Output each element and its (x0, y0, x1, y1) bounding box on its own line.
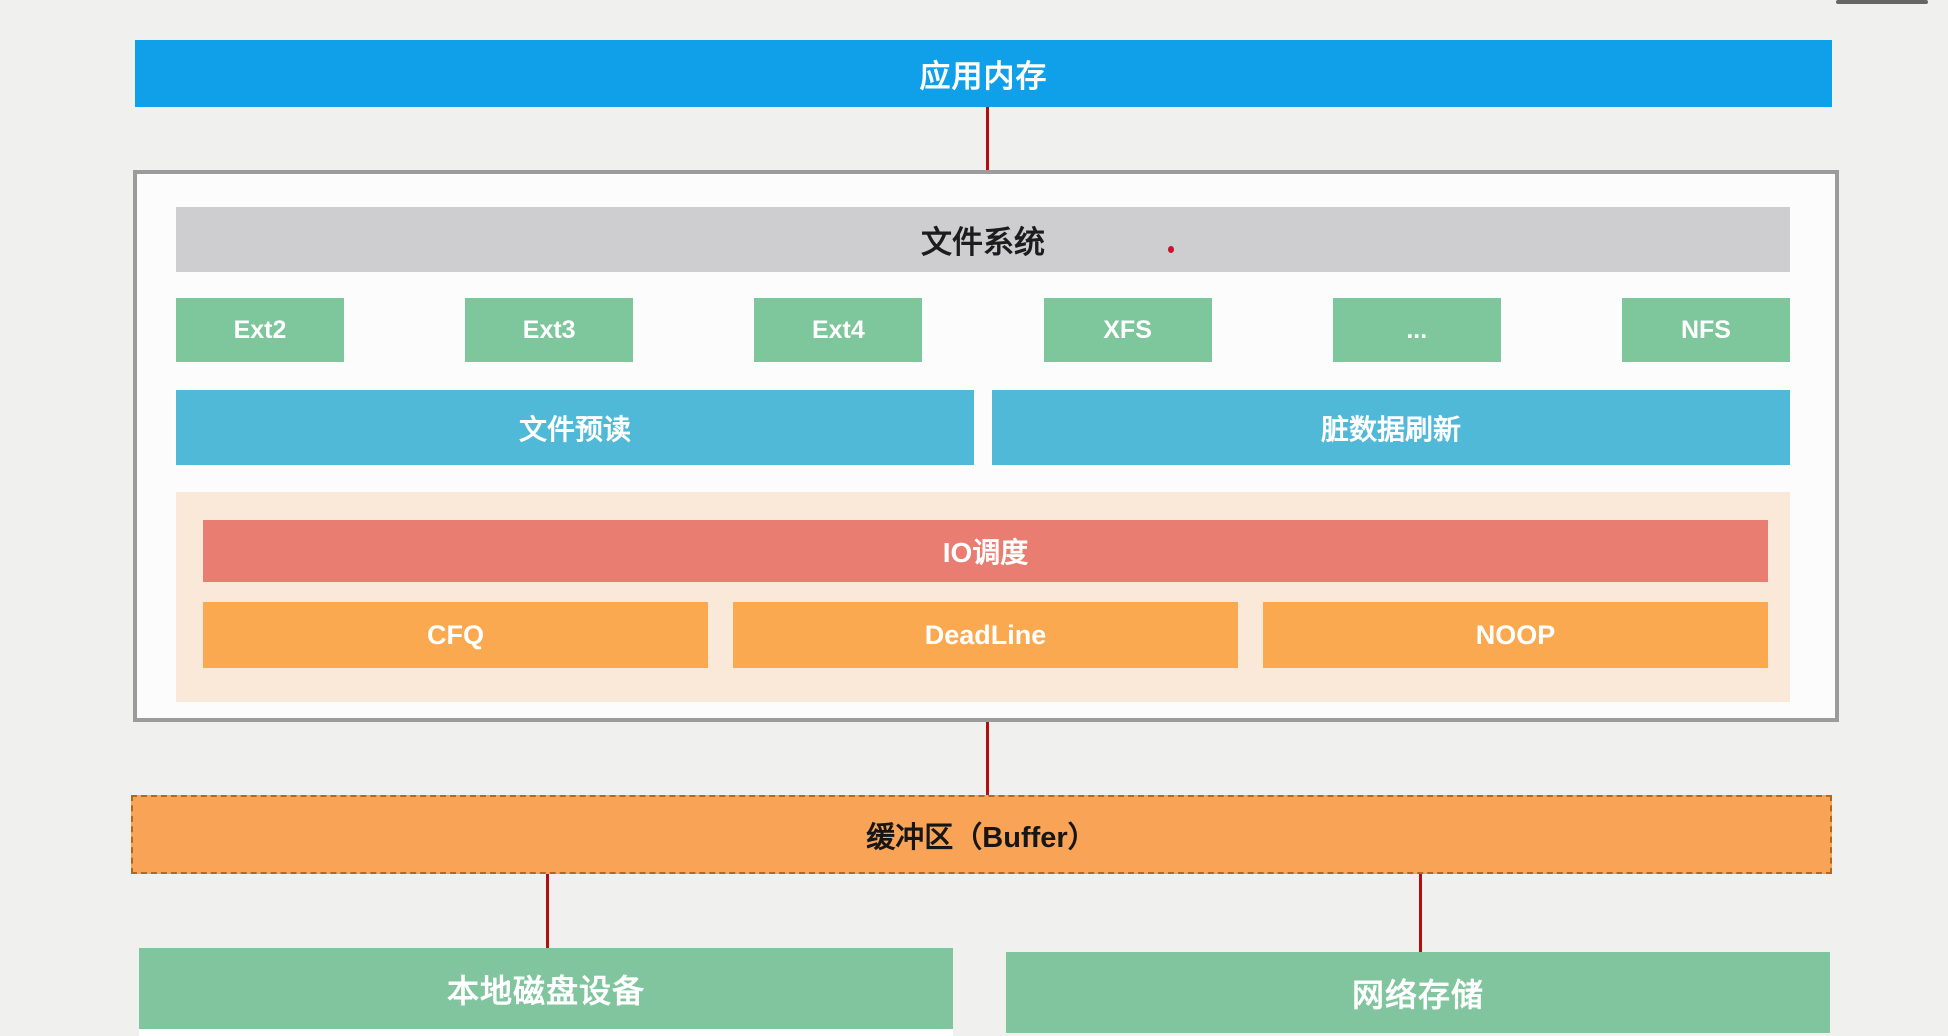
connector-buffer-to-local-disk (546, 874, 549, 950)
filesystem-container: 文件系统 Ext2 Ext3 Ext4 XFS ... NFS 文件预读 脏数据… (133, 170, 1839, 722)
node-scheduler-cfq: CFQ (203, 602, 708, 668)
node-scheduler-noop: NOOP (1263, 602, 1768, 668)
node-fs-type-nfs: NFS (1621, 298, 1790, 362)
laser-pointer-dot (1168, 246, 1174, 253)
node-file-readahead: 文件预读 (176, 390, 974, 465)
node-application-memory: 应用内存 (135, 40, 1832, 107)
scheduler-row: CFQ DeadLine NOOP (203, 602, 1768, 668)
io-scheduling-group: IO调度 CFQ DeadLine NOOP (176, 492, 1790, 702)
filesystem-types-row: Ext2 Ext3 Ext4 XFS ... NFS (176, 298, 1790, 362)
connector-app-to-filesystem (986, 107, 989, 171)
node-fs-type-ellipsis: ... (1332, 298, 1501, 362)
node-network-storage: 网络存储 (1006, 952, 1830, 1033)
node-local-disk-device: 本地磁盘设备 (139, 948, 953, 1030)
node-fs-type-ext3: Ext3 (465, 298, 634, 362)
node-io-scheduling-header: IO调度 (203, 520, 1768, 582)
node-dirty-data-flush: 脏数据刷新 (992, 390, 1790, 465)
node-filesystem-header: 文件系统 (176, 207, 1790, 272)
node-fs-type-xfs: XFS (1043, 298, 1212, 362)
node-scheduler-deadline: DeadLine (733, 602, 1238, 668)
bottom-edge-strip (139, 1029, 953, 1036)
node-buffer: 缓冲区（Buffer） (131, 795, 1832, 874)
connector-filesystem-to-buffer (986, 722, 989, 796)
node-fs-type-ext4: Ext4 (754, 298, 923, 362)
node-fs-type-ext2: Ext2 (176, 298, 344, 362)
readahead-flush-row: 文件预读 脏数据刷新 (176, 390, 1790, 465)
connector-buffer-to-network-storage (1419, 874, 1422, 954)
screen-edge-artifact (1836, 0, 1928, 4)
